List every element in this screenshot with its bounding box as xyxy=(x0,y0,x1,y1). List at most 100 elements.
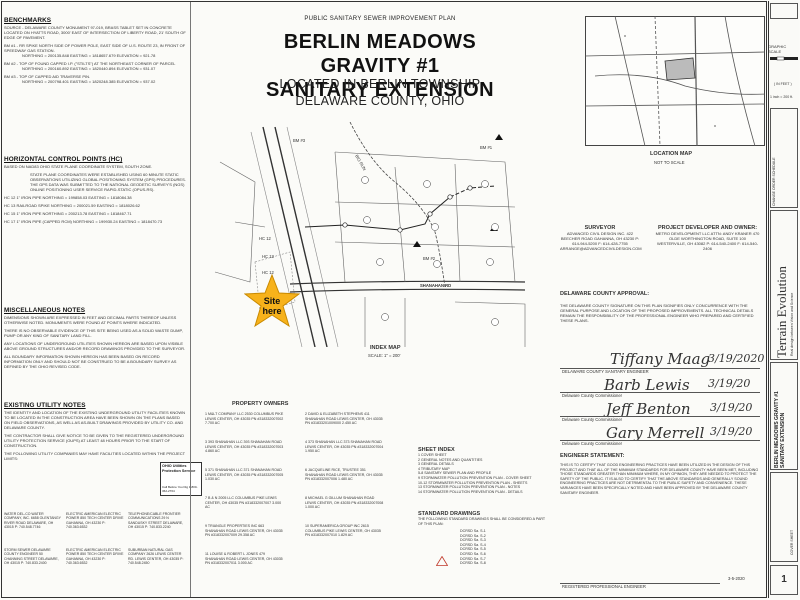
bm3-label: BM #3 xyxy=(293,138,306,143)
misc-note-1: DIMENSIONS SHOWN ARE EXPRESSED IN FEET A… xyxy=(4,315,177,325)
surveyor-details: ADVANCED CIVIL DESIGN INC. 422 BEECHER R… xyxy=(560,231,642,251)
hc-17: HC 17 1" IRON PIPE (CAPPED RCM) NORTHING… xyxy=(4,219,163,224)
column-divider xyxy=(190,2,191,597)
title-block xyxy=(768,1,799,598)
standard-drawings-block: STANDARD DRAWINGS THE FOLLOWING STANDARD… xyxy=(418,511,548,566)
sheet-index-row: 9 STORMWATER POLLUTION PREVENTION PLAN -… xyxy=(418,475,532,480)
bm2-label: BM #2 xyxy=(423,256,436,261)
owner-11: 11 LOUISE & ROBERT L JONES 479 SHANAHAN … xyxy=(205,552,283,566)
engineer-reg-label: REGISTERED PROFESSIONAL ENGINEER xyxy=(562,584,646,589)
approval-block: DELAWARE COUNTY APPROVAL: THE DELAWARE C… xyxy=(560,291,760,323)
misc-note-3: ANY LOCATIONS OF UNDERGROUND UTILITIES S… xyxy=(4,341,186,351)
project-subtitle-line-1: LOCATED IN BERLIN TOWNSHIP xyxy=(279,77,481,91)
hc-12: HC 12 1" IRON PIPE NORTHING = 199858.03 … xyxy=(4,195,132,200)
benchmark-3: BM #3 - TOP OF CAPPED AID TRAVERSE PIN. xyxy=(4,74,91,79)
sheet-index-row: 3 GENERAL DETAILS xyxy=(418,462,454,467)
engineer-block: ENGINEER STATEMENT: THIS IS TO CERTIFY T… xyxy=(560,453,762,495)
owner-4: 4 373 SHANAHAN LLC 373 SHANAHAN ROAD LEW… xyxy=(305,440,384,454)
revision-triangle-icon xyxy=(436,556,448,566)
project-subtitle: LOCATED IN BERLIN TOWNSHIP DELAWARE COUN… xyxy=(240,76,520,110)
hc13-label: HC 13 xyxy=(262,254,274,259)
signature-1-title: DELAWARE COUNTY SANITARY ENGINEER xyxy=(562,369,649,374)
misc-note-2: THERE IS NO OBSERVABLE EVIDENCE OF THIS … xyxy=(4,328,183,338)
utility-gas: SUBURBAN NATURAL GAS COMPANY 2626 LEWIS … xyxy=(128,548,184,565)
index-map xyxy=(214,122,526,347)
hc-heading: HORIZONTAL CONTROL POINTS (HC) xyxy=(4,156,123,163)
utility-water: WATER DEL-CO WATER COMPANY, INC. 6658 OL… xyxy=(4,512,61,529)
signature-2-date: 3/19/20 xyxy=(708,377,751,390)
site-here-label: Site here xyxy=(262,296,282,316)
standard-drawing-row: DCRSD Sa. S-5 xyxy=(460,547,486,552)
standard-drawings-heading: STANDARD DRAWINGS xyxy=(418,511,481,517)
titleblock-sheet-name: COVER SHEET xyxy=(790,529,794,555)
utility-note-3: THE FOLLOWING UTILITY COMPANIES MAY HAVE… xyxy=(4,451,185,461)
index-map-scale: SCALE: 1" = 200' xyxy=(368,353,401,358)
developer-heading: PROJECT DEVELOPER AND OWNER: xyxy=(657,225,758,231)
owner-6: 6 JACQUELINE RICE, TRUSTEE 351 SHANAHAN … xyxy=(305,468,383,482)
sheet-index-block: SHEET INDEX 1 COVER SHEET 2 GENERAL NOTE… xyxy=(418,447,556,494)
owner-7: 7 B & N 2005 LLC COLUMBUS PIKE LEWIS CEN… xyxy=(205,496,282,510)
utility-notes-section: EXISTING UTILITY NOTES THE IDENTITY AND … xyxy=(4,402,186,464)
owner-9: 9 TRIANGLE PROPERTIES INC 663 SHANAHAN R… xyxy=(205,524,283,538)
signature-3: Jeff Benton xyxy=(606,400,691,418)
titleblock-sheet-number: 1 xyxy=(770,565,798,595)
site-star-icon xyxy=(244,274,300,328)
utility-telephone: TELEPHONE/CABLE FRONTIER COMMUNICATIONS … xyxy=(128,512,184,529)
title-block-header-box xyxy=(770,3,798,19)
misc-heading: MISCELLANEOUS NOTES xyxy=(4,307,86,314)
owner-8: 8 MICHAEL G GILLUM SHANAHAN ROAD LEWIS C… xyxy=(305,496,384,510)
graphic-scale-inch: 1 inch = 200 ft. xyxy=(770,95,794,99)
utility-note-2: THE CONTRACTOR SHALL GIVE NOTICE TO BE G… xyxy=(4,433,185,448)
developer-details: METRO DEVELOPMENT LLC ATTN: ANDY KRANER … xyxy=(655,231,760,251)
sheet-index-row: 5-8 SANITARY SEWER PLAN AND PROFILE xyxy=(418,471,492,476)
owner-2: 2 DAVID & ELIZABETH STEPHENS 411 SHANAHA… xyxy=(305,412,383,426)
utility-heading: EXISTING UTILITY NOTES xyxy=(4,402,86,409)
property-owners-heading: PROPERTY OWNERS xyxy=(232,401,289,407)
standard-drawing-row: DCRSD Sa. S-6 xyxy=(460,551,486,556)
graphic-scale-unit: ( IN FEET ) xyxy=(774,82,792,86)
bm1-label: BM #1 xyxy=(480,145,493,150)
signature-line-4 xyxy=(560,440,760,441)
oups-logo-phone: Call Before You Dig 1-800-362-2764 xyxy=(162,485,198,493)
sheet-index-row: 2 GENERAL NOTES AND QUANTITIES xyxy=(418,457,483,462)
engineer-heading: ENGINEER STATEMENT: xyxy=(560,453,625,459)
sheet-index-row: 14 STORMWATER POLLUTION PREVENTION PLAN … xyxy=(418,489,523,494)
utility-electric-2: ELECTRIC AMERICAN ELECTRIC POWER 850 TEC… xyxy=(66,548,124,565)
signature-4-date: 3/19/20 xyxy=(710,425,753,438)
location-map-scale: NOT TO SCALE xyxy=(654,160,685,165)
hc-13: HC 13 RAILROAD SPIKE NORTHING = 200021.5… xyxy=(4,203,140,208)
utility-electric: ELECTRIC AMERICAN ELECTRIC POWER 850 TEC… xyxy=(66,512,124,529)
benchmark-1-values: NORTHING = 200135.848 EASTING = 1818657.… xyxy=(22,53,156,58)
standard-drawing-row: DCRSD Sa. S-1 xyxy=(460,529,486,533)
sheet-index-row: 1 COVER SHEET xyxy=(418,453,447,457)
hc12-label: HC 12 xyxy=(259,236,271,241)
developer-block: PROJECT DEVELOPER AND OWNER: METRO DEVEL… xyxy=(655,225,760,251)
benchmarks-section: BENCHMARKS SOURCE - DELAWARE COUNTY MONU… xyxy=(4,17,186,87)
surveyor-block: SURVEYOR ADVANCED CIVIL DESIGN INC. 422 … xyxy=(560,225,642,251)
owner-5: 5 371 SHANAHAN LLC 371 SHANAHAN ROAD LEW… xyxy=(205,468,284,482)
benchmark-source: SOURCE - DELAWARE COUNTY MONUMENT 97-019… xyxy=(4,25,186,40)
signature-1: Tiffany Maag xyxy=(610,350,711,368)
oups-logo: OHIO Utilities Protection Service Call B… xyxy=(160,462,202,496)
benchmarks-heading: BENCHMARKS xyxy=(4,17,52,24)
project-title: BERLIN MEADOWS GRAVITY #1 SANITARY EXTEN… xyxy=(240,30,520,102)
utility-note-1: THE IDENTITY AND LOCATION OF THE EXISTIN… xyxy=(4,410,186,430)
road-label: SHANAHAN RD xyxy=(420,283,452,288)
brand-tagline: Real design between Vision and Science xyxy=(790,292,794,356)
approval-text: THE DELAWARE COUNTY SIGNATURE ON THIS PL… xyxy=(560,303,754,323)
signature-line-1 xyxy=(560,368,760,369)
signature-1-date: 3/19/2020 xyxy=(708,352,765,365)
benchmark-2: BM #2 - TOP OF FOUND CAPPED I.P. ("STILT… xyxy=(4,61,176,66)
utility-storm: STORM SEWER DELAWARE COUNTY ENGINEER 50 … xyxy=(4,548,59,565)
sheet-index-heading: SHEET INDEX xyxy=(418,447,455,453)
benchmark-3-values: NORTHING = 200798.401 EASTING = 1820248.… xyxy=(22,79,156,84)
brand-logo: Terrain Evolution xyxy=(774,266,789,358)
hc-note: STATE PLANE COORDINATES WERE ESTABLISHED… xyxy=(30,172,186,192)
sheet-index-row: 4 TRIBUTARY MAP xyxy=(418,466,450,471)
hc-section: HORIZONTAL CONTROL POINTS (HC) BASED ON … xyxy=(4,156,186,227)
titleblock-project: BERLIN MEADOWS GRAVITY #1 SANITARY EXTEN… xyxy=(774,391,786,468)
hc-15: HC 15 1" IRON PIPE NORTHING = 200213.78 … xyxy=(4,211,132,216)
signature-3-date: 3/19/20 xyxy=(710,401,753,414)
standard-drawing-row: DCRSD Sa. S-8 xyxy=(460,561,486,566)
signature-2-title: Delaware County Commissioner xyxy=(562,393,623,398)
